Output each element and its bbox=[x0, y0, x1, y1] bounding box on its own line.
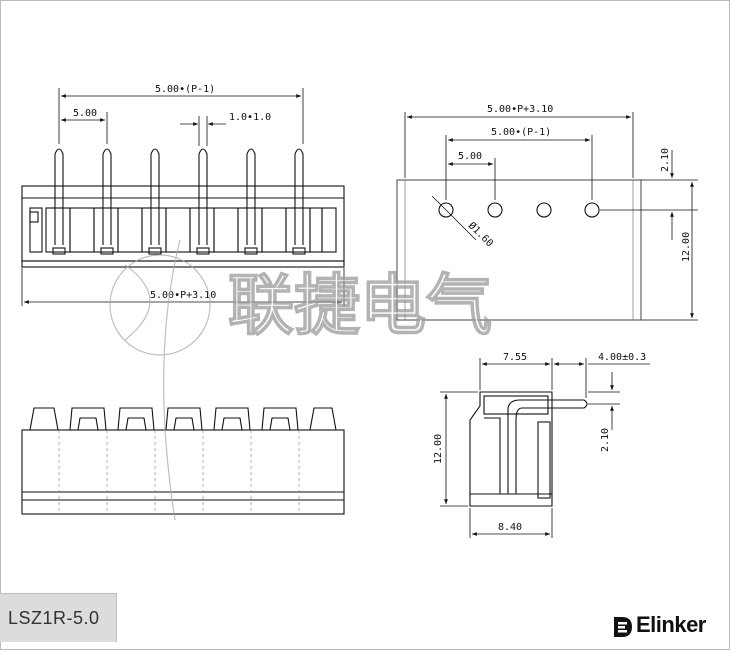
hole-dim-offset: 2.10 bbox=[660, 148, 671, 172]
bottom-view bbox=[21, 407, 345, 515]
hole-dim-holes-span: 5.00•(P-1) bbox=[491, 127, 551, 138]
front-dim-overall-bottom: 5.00•P+3.10 bbox=[150, 290, 216, 301]
side-dim-depth: 7.55 bbox=[503, 352, 527, 363]
part-number-label: LSZ1R-5.0 bbox=[0, 593, 117, 642]
front-view-pins bbox=[54, 148, 304, 245]
front-dim-overall-top: 5.00•(P-1) bbox=[155, 84, 215, 95]
hole-dim-pitch: 5.00 bbox=[458, 151, 482, 162]
front-dim-pitch: 5.00 bbox=[73, 108, 97, 119]
front-view bbox=[21, 88, 345, 306]
pin-hole bbox=[487, 202, 503, 218]
brand-logo: Elinker bbox=[612, 611, 722, 641]
hole-dim-height: 12.00 bbox=[681, 232, 692, 262]
pin-hole bbox=[438, 202, 454, 218]
side-dim-height: 12.00 bbox=[433, 434, 444, 464]
hole-dim-overall: 5.00•P+3.10 bbox=[487, 104, 553, 115]
hole-view bbox=[396, 112, 698, 321]
pin-hole bbox=[536, 202, 552, 218]
side-dim-pin-offset: 2.10 bbox=[600, 428, 611, 452]
brand-name: Elinker bbox=[636, 612, 706, 637]
watermark-text: 联捷电气 bbox=[228, 267, 492, 344]
part-number: LSZ1R-5.0 bbox=[8, 608, 100, 628]
elinker-logo-icon bbox=[614, 617, 632, 637]
pin-hole bbox=[584, 202, 600, 218]
side-dim-pin-extension: 4.00±0.3 bbox=[598, 352, 646, 363]
bent-pin bbox=[507, 399, 588, 421]
side-dim-base: 8.40 bbox=[498, 522, 522, 533]
front-view-cells bbox=[45, 207, 323, 255]
bottom-view-teeth bbox=[29, 407, 337, 431]
watermark: 联捷电气 bbox=[109, 239, 493, 521]
side-view bbox=[440, 358, 650, 538]
front-dim-pin: 1.0•1.0 bbox=[229, 112, 271, 123]
